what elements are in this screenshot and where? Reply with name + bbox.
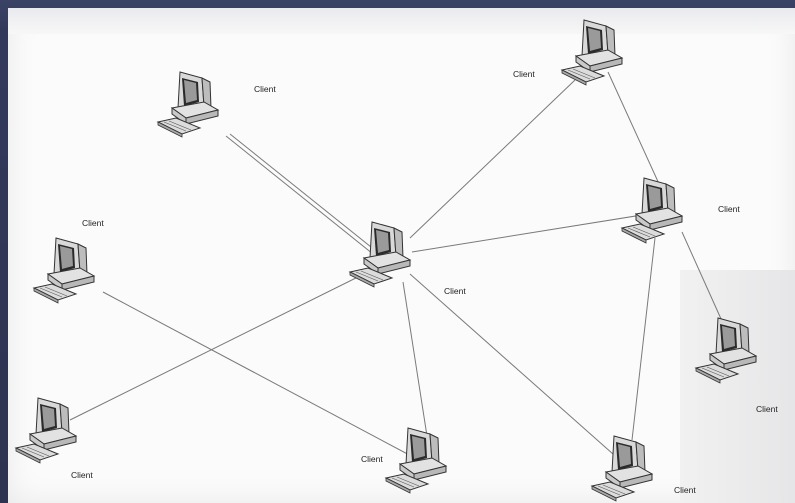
sheet-header-strip xyxy=(8,8,795,34)
client-label: Client xyxy=(718,204,740,214)
computer-icon xyxy=(591,435,653,502)
link-right-upper-to-bottom-right xyxy=(631,237,656,441)
link-top-left-to-center-secondary xyxy=(229,133,382,256)
computer-icon xyxy=(621,177,683,244)
client-node-right-upper: Client xyxy=(621,177,740,244)
background-panel xyxy=(680,270,795,503)
client-label: Client xyxy=(361,454,383,464)
client-node-bottom-center: Client xyxy=(361,427,447,494)
client-label: Client xyxy=(254,84,276,94)
client-label: Client xyxy=(756,404,778,414)
link-right-upper-to-center xyxy=(411,213,649,253)
computer-icon xyxy=(385,427,447,494)
client-node-left: Client xyxy=(33,218,104,304)
client-label: Client xyxy=(444,286,466,296)
link-top-right-to-center xyxy=(409,79,576,239)
computer-icon xyxy=(695,317,757,384)
computer-icon xyxy=(157,71,219,138)
client-node-top-left: Client xyxy=(157,71,276,138)
client-node-top-right: Client xyxy=(513,19,623,86)
client-label: Client xyxy=(82,218,104,228)
client-node-center: Client xyxy=(349,221,466,296)
client-node-bottom-right: Client xyxy=(591,435,696,502)
link-bottom-left-to-center xyxy=(69,269,373,421)
computer-icon xyxy=(561,19,623,86)
client-label: Client xyxy=(513,69,535,79)
computer-icon xyxy=(15,397,77,464)
link-right-upper-to-right-lower xyxy=(681,231,727,331)
link-center-to-bottom-center xyxy=(402,281,428,437)
client-nodes: ClientClientClientClientClientClientClie… xyxy=(15,19,778,502)
connection-lines xyxy=(69,71,727,463)
client-node-bottom-left: Client xyxy=(15,397,93,480)
computer-icon xyxy=(349,221,411,288)
link-top-left-to-center xyxy=(225,135,379,259)
link-left-to-bottom-center xyxy=(102,291,416,459)
client-node-right-lower: Client xyxy=(695,317,778,414)
computer-icon xyxy=(33,237,95,304)
link-top-right-to-right-upper xyxy=(607,71,661,187)
client-label: Client xyxy=(674,485,696,495)
link-center-to-bottom-right xyxy=(409,273,623,463)
client-label: Client xyxy=(71,470,93,480)
